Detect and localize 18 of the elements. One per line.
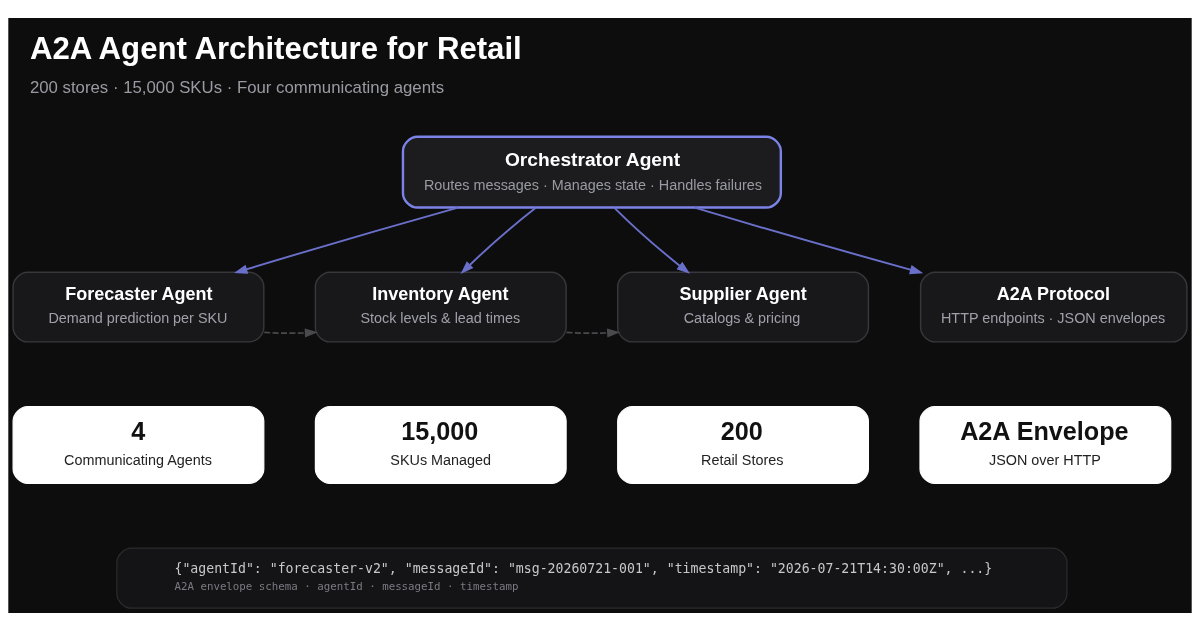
node-box: A2A Protocol HTTP endpoints · JSON envelopes (919, 271, 1188, 343)
node-box: Supplier Agent Catalogs & pricing (616, 271, 870, 343)
node-box: {"agentId": "forecaster-v2", "messageId": "msg-20260721-001", "timestamp": "2026-07-21T14:30:00Z", ...} A2A envelope schema · agentId · messageId · timestamp (116, 547, 1068, 609)
arrow (263, 327, 318, 337)
caption: 200 stores · 15,000 SKUs · Four communicating agents (29, 77, 445, 97)
node-box: A2A Envelope JSON over HTTP (919, 405, 1172, 484)
diagram-title: A2A Agent Architecture for Retail (29, 30, 522, 66)
arrow (565, 327, 621, 337)
node-box: Inventory Agent Stock levels & lead times (314, 271, 567, 343)
arrow (693, 206, 924, 274)
node-box: 4 Communicating Agents (12, 405, 265, 484)
node-box: 15,000 SKUs Managed (314, 405, 567, 484)
arrow (613, 206, 691, 274)
arrow (234, 206, 459, 274)
node-box: Forecaster Agent Demand prediction per SKU (12, 271, 265, 343)
node-box: Orchestrator Agent Routes messages · Manages state · Handles failures (401, 135, 783, 209)
node-box: 200 Retail Stores (617, 405, 869, 484)
arrow (460, 206, 537, 274)
